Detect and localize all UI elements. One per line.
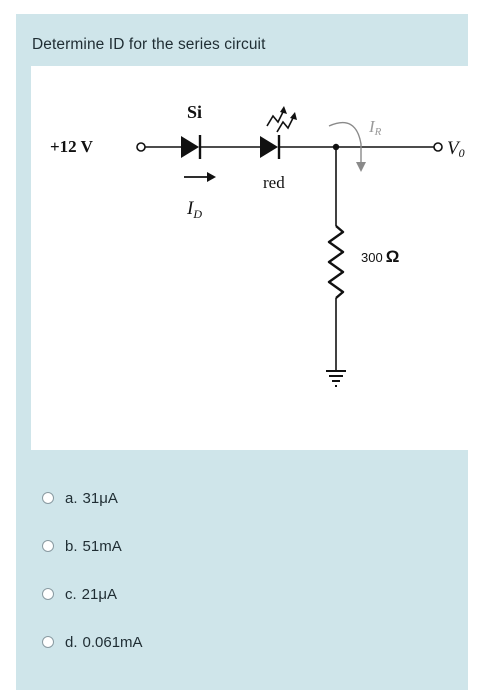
radio-d[interactable] [42,636,54,648]
radio-b[interactable] [42,540,54,552]
resistor-icon [327,225,345,299]
current-ir-label: I [368,117,376,136]
answer-letter: b. [65,537,78,555]
current-ir-arrow-icon [328,121,366,172]
ground-icon [326,370,346,387]
svg-text:ID: ID [186,198,202,221]
output-sub: 0 [459,146,465,160]
output-label: V [447,138,461,159]
radio-a[interactable] [42,492,54,504]
answer-option-c[interactable]: c.21μA [42,584,143,604]
current-ir-sub: R [374,126,382,138]
answer-letter: a. [65,489,78,507]
answer-letter: c. [65,585,77,603]
source-label: +12 V [50,137,94,156]
answer-option-d[interactable]: d.0.061mA [42,632,143,652]
circuit-svg: +12 V Si red [50,102,465,387]
question-title: Determine ID for the series circuit [32,36,266,53]
answer-text: 0.061mA [82,633,143,651]
circuit-diagram: +12 V Si red [31,66,483,450]
led-label: red [263,173,285,192]
si-label: Si [187,102,202,122]
answer-option-b[interactable]: b.51mA [42,536,143,556]
question-card: Determine ID for the series circuit +12 … [16,14,483,690]
svg-text:V0: V0 [447,138,465,160]
resistor-value: 300 [361,250,383,265]
answer-options: a.31μA b.51mA c.21μA d.0.061mA [42,488,143,680]
svg-text:IR: IR [368,117,382,138]
current-id-label: I [186,198,195,219]
answer-text: 21μA [81,585,118,603]
led-diode-icon [260,106,297,159]
si-diode-icon [181,135,202,159]
answer-text: 51mA [82,537,122,555]
source-terminal [136,142,146,152]
current-id-sub: D [192,207,202,221]
answer-letter: d. [65,633,78,651]
resistor-unit: Ω [386,247,400,266]
answer-option-a[interactable]: a.31μA [42,488,143,508]
output-terminal [433,142,443,152]
answer-text: 31μA [82,489,118,507]
radio-c[interactable] [42,588,54,600]
current-id-arrow-icon [184,172,216,182]
